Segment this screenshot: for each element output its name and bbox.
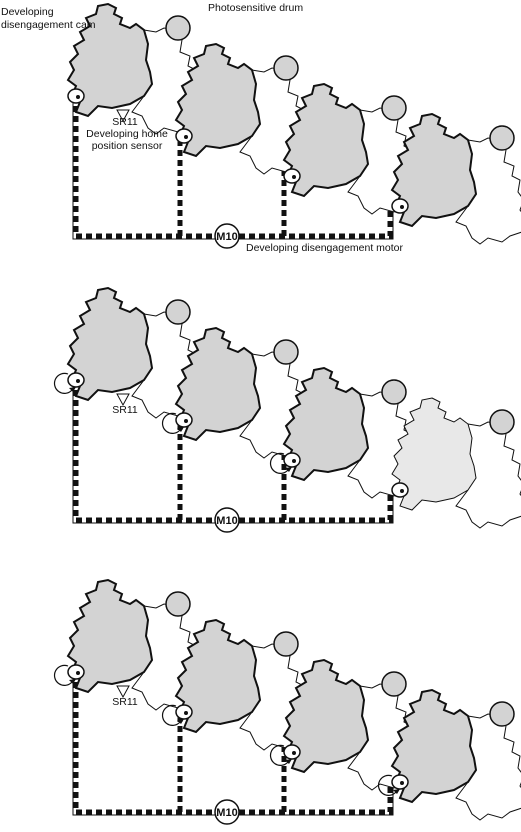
disengagement-cam: [67, 88, 85, 104]
sensor-id-label-3: SR11: [112, 696, 138, 708]
rotation-arrow: [269, 452, 289, 474]
disengagement-cam: [283, 168, 301, 184]
motor-circle: [214, 507, 240, 533]
photosensitive-drum: [165, 15, 191, 41]
cartridge-4: [390, 112, 521, 245]
drive-shaft-left: [73, 672, 215, 815]
rotation-arrowhead: [69, 679, 76, 684]
cam-hub: [400, 781, 404, 785]
cam-hub: [184, 711, 188, 715]
rotation-arrowhead: [177, 427, 184, 432]
cartridge-4: [377, 688, 521, 821]
drive-shaft-right: [239, 196, 393, 239]
panel-1: M10: [66, 2, 521, 249]
cartridge-body: [390, 688, 478, 804]
sensor-id-label-1: SR11: [112, 116, 138, 128]
photosensitive-drum: [165, 591, 191, 617]
cartridge-body: [66, 578, 154, 694]
cam-hub: [184, 135, 188, 139]
photosensitive-drum: [381, 95, 407, 121]
disengagement-cam: [175, 412, 193, 428]
rotation-arrowhead: [69, 387, 76, 392]
sensor-triangle: [116, 109, 130, 123]
shaft-rail: [72, 380, 215, 524]
rotation-arrowhead: [285, 467, 292, 472]
cam-hub: [184, 419, 188, 423]
cartridge-1: [53, 286, 203, 419]
drive-shaft-right: [239, 772, 393, 815]
panel-2: M10: [53, 286, 521, 533]
rotation-arrow: [53, 372, 73, 394]
sensor-name-line2: position sensor: [91, 140, 163, 152]
drive-shaft-right: [239, 480, 393, 523]
disengagement-cam: [283, 452, 301, 468]
rotation-arrow: [377, 774, 397, 796]
disengagement-cam: [283, 744, 301, 760]
cam-label-line1: Developing: [1, 6, 54, 18]
cam-hub: [400, 489, 404, 493]
drive-shaft-left: [73, 96, 215, 239]
cam-hub: [292, 175, 296, 179]
cartridge-body: [174, 618, 262, 734]
cam-hub: [76, 95, 80, 99]
photosensitive-drum: [273, 339, 299, 365]
rotation-arrow: [161, 412, 181, 434]
cam-hub: [292, 751, 296, 755]
rotation-arrow: [269, 744, 289, 766]
disengagement-cam: [175, 704, 193, 720]
cartridge-body: [282, 82, 370, 198]
drive-shaft-left: [73, 380, 215, 523]
rotation-arrowhead: [285, 759, 292, 764]
motor-name-label: Developing disengagement motor: [246, 242, 404, 254]
cam-hub: [400, 205, 404, 209]
cartridge-body: [174, 42, 262, 158]
cam-label-line2: disengagement cam: [1, 19, 96, 31]
motor-circle: [214, 799, 240, 825]
photosensitive-drum: [489, 409, 515, 435]
cam-hub: [76, 671, 80, 675]
sensor-triangle: [116, 685, 130, 699]
photosensitive-drum: [381, 671, 407, 697]
photosensitive-drum: [273, 631, 299, 657]
disengagement-cam: [391, 198, 409, 214]
sensor-triangle: [116, 393, 130, 407]
motor-label: M10: [216, 231, 237, 243]
disengagement-cam: [67, 664, 85, 680]
photosensitive-drum: [381, 379, 407, 405]
disengagement-cam: [175, 128, 193, 144]
disengagement-cam: [391, 482, 409, 498]
disengagement-cam: [391, 774, 409, 790]
rotation-arrow: [161, 704, 181, 726]
rotation-arrowhead: [393, 789, 400, 794]
cartridge-4: [391, 397, 521, 529]
photosensitive-drum: [165, 299, 191, 325]
motor-label: M10: [216, 515, 237, 527]
rotation-arrow: [53, 664, 73, 686]
cam-hub: [76, 379, 80, 383]
cam-hub: [292, 459, 296, 463]
shaft-rail: [72, 672, 215, 816]
cartridge-3: [269, 658, 419, 791]
cartridge-body: [66, 2, 154, 118]
cartridge-body: [282, 658, 370, 774]
rotation-arrowhead: [177, 719, 184, 724]
cartridge-body: [282, 366, 370, 482]
motor-label: M10: [216, 807, 237, 819]
sensor-id-label-2: SR11: [112, 404, 138, 416]
drum-label: Photosensitive drum: [208, 2, 304, 14]
cartridge-body: [66, 286, 154, 402]
sensor-name-line1: Developing home: [86, 128, 168, 140]
photosensitive-drum: [489, 125, 515, 151]
disengagement-cam: [67, 372, 85, 388]
shaft-rail: [72, 96, 215, 240]
panel-3: M10: [53, 578, 521, 825]
cartridge-body: [390, 112, 478, 228]
cartridge-body: [174, 326, 262, 442]
cartridge-2: [174, 42, 311, 175]
motor-circle: [214, 223, 240, 249]
cartridge-body: [391, 397, 477, 511]
photosensitive-drum: [273, 55, 299, 81]
photosensitive-drum: [489, 701, 515, 727]
